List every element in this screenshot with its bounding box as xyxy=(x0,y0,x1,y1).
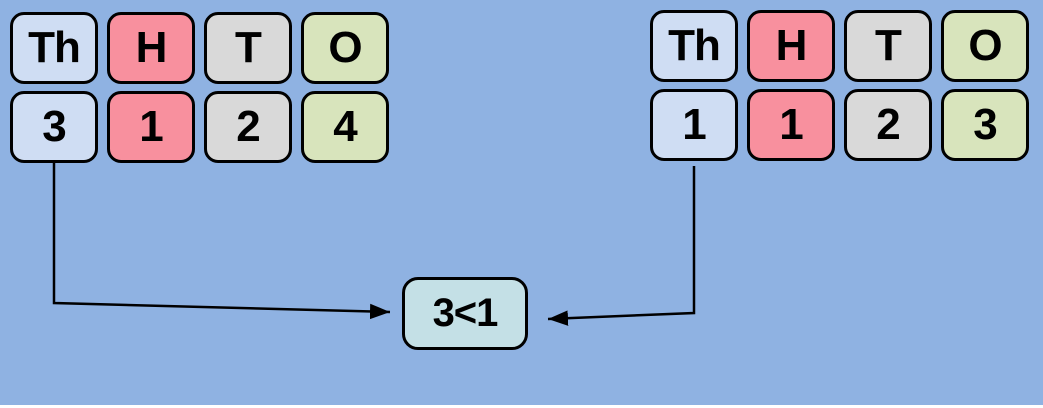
place-header-label: T xyxy=(875,21,902,70)
right-digit-row: 1 1 2 3 xyxy=(650,89,1029,161)
digit-label: 1 xyxy=(682,100,707,149)
digit-label: 3 xyxy=(42,102,67,151)
right-digit-card-hundreds: 1 xyxy=(747,89,835,161)
left-digit-card-tens: 2 xyxy=(204,91,292,163)
digit-label: 1 xyxy=(139,102,164,151)
digit-label: 3 xyxy=(973,100,998,149)
place-header-label: H xyxy=(775,21,808,70)
left-thousands-arrow xyxy=(52,163,391,320)
left-header-row: Th H T O xyxy=(10,12,389,84)
left-digit-row: 3 1 2 4 xyxy=(10,91,389,163)
left-digit-card-hundreds: 1 xyxy=(107,91,195,163)
left-header-card-ones: O xyxy=(301,12,389,84)
right-number-group: Th H T O 1 1 2 3 xyxy=(650,10,1029,161)
right-header-card-hundreds: H xyxy=(747,10,835,82)
right-header-card-ones: O xyxy=(941,10,1029,82)
digit-label: 1 xyxy=(779,100,804,149)
left-digit-card-thousands: 3 xyxy=(10,91,98,163)
comparison-box: 3<1 xyxy=(402,277,528,350)
right-digit-card-thousands: 1 xyxy=(650,89,738,161)
place-header-label: Th xyxy=(28,23,81,72)
left-header-card-tens: T xyxy=(204,12,292,84)
right-header-row: Th H T O xyxy=(650,10,1029,82)
left-digit-card-ones: 4 xyxy=(301,91,389,163)
digit-label: 2 xyxy=(876,100,901,149)
right-digit-card-tens: 2 xyxy=(844,89,932,161)
place-header-label: O xyxy=(968,21,1002,70)
place-header-label: O xyxy=(328,23,362,72)
digit-label: 4 xyxy=(333,102,358,151)
left-header-card-thousands: Th xyxy=(10,12,98,84)
right-digit-card-ones: 3 xyxy=(941,89,1029,161)
digit-label: 2 xyxy=(236,102,261,151)
place-header-label: T xyxy=(235,23,262,72)
right-thousands-arrow xyxy=(547,166,696,326)
place-header-label: Th xyxy=(668,21,721,70)
right-header-card-thousands: Th xyxy=(650,10,738,82)
left-number-group: Th H T O 3 1 2 4 xyxy=(10,12,389,163)
place-header-label: H xyxy=(135,23,168,72)
comparison-text: 3<1 xyxy=(432,291,499,335)
bottom-edge-strip xyxy=(0,405,1043,408)
left-header-card-hundreds: H xyxy=(107,12,195,84)
right-header-card-tens: T xyxy=(844,10,932,82)
